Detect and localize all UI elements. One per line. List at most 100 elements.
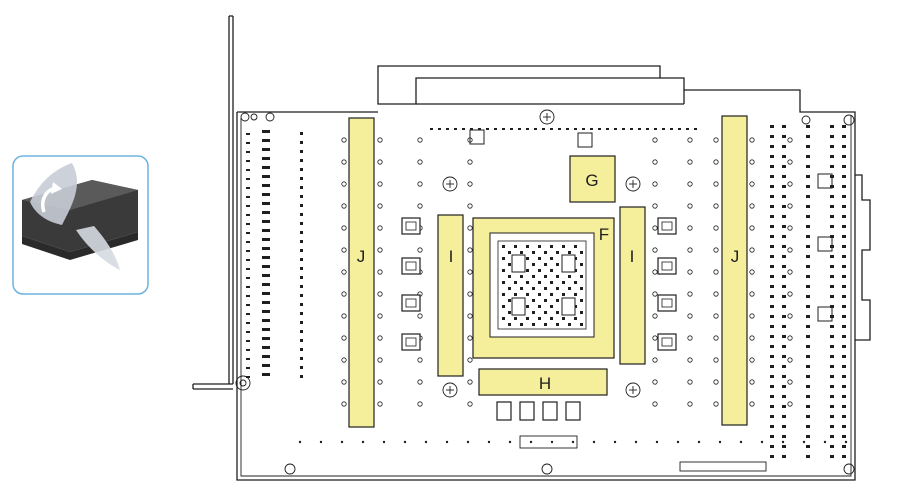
core-ball <box>532 263 535 266</box>
smd-part <box>842 455 846 458</box>
smd-part <box>770 185 774 188</box>
smd-part <box>806 125 810 128</box>
smd-part <box>300 141 303 144</box>
core-ball <box>538 281 541 284</box>
via-dot <box>341 247 347 253</box>
smd-part <box>246 304 250 306</box>
via-dot <box>377 379 383 385</box>
via-dot <box>377 181 383 187</box>
smd-part <box>446 128 449 130</box>
smd-part <box>770 435 774 438</box>
via-dot <box>377 269 383 275</box>
smd-part <box>574 128 577 130</box>
smd-part <box>770 305 774 308</box>
core-ball <box>514 293 517 296</box>
smd-part <box>842 195 846 198</box>
via-dot <box>341 203 347 209</box>
core-ball <box>544 299 547 302</box>
via-dot <box>377 291 383 297</box>
smd-part <box>806 375 810 378</box>
core-ball <box>520 275 523 278</box>
smd-part <box>806 135 810 138</box>
core-ball <box>502 257 505 260</box>
smd-part <box>782 145 786 148</box>
smd-part <box>246 340 250 342</box>
via-dot <box>713 379 719 385</box>
smd-part <box>842 135 846 138</box>
core-ball <box>520 287 523 290</box>
inductor <box>401 257 421 275</box>
core-capacitor <box>511 254 526 273</box>
core-ball <box>544 323 547 326</box>
via-dot <box>713 159 719 165</box>
core-ball <box>532 299 535 302</box>
via-dot <box>467 401 473 407</box>
via-dot <box>652 313 658 319</box>
smd-part <box>782 155 786 158</box>
via-dot <box>687 357 693 363</box>
smd-part <box>842 205 846 208</box>
smd-part <box>782 255 786 258</box>
smd-part <box>598 128 601 130</box>
smd-part <box>782 445 786 448</box>
smd-part <box>842 295 846 298</box>
smd-part <box>830 135 834 138</box>
via-dot <box>713 137 719 143</box>
core-ball <box>526 305 529 308</box>
via-dot <box>787 357 793 363</box>
smd-part <box>510 128 513 130</box>
smd-part <box>646 128 649 130</box>
smd-part <box>770 165 774 168</box>
smd-part <box>246 358 250 360</box>
smd-part <box>806 305 810 308</box>
smd-part <box>782 425 786 428</box>
smd-part <box>262 310 270 313</box>
mounting-holes <box>235 109 855 475</box>
core-ball <box>532 275 535 278</box>
core-ball <box>550 317 553 320</box>
smd-part <box>806 215 810 218</box>
smd-part <box>782 415 786 418</box>
smd-part <box>300 330 303 333</box>
via-dot <box>787 137 793 143</box>
via-dot <box>749 137 755 143</box>
via-dot <box>341 335 347 341</box>
via-dot <box>687 225 693 231</box>
via-dot <box>340 440 344 444</box>
inductor <box>565 401 581 421</box>
core-ball <box>556 299 559 302</box>
smd-part <box>534 128 537 130</box>
smd-part <box>300 276 303 279</box>
smd-part <box>842 225 846 228</box>
pad-J-left <box>348 117 375 428</box>
smd-part <box>770 395 774 398</box>
via-dot <box>652 203 658 209</box>
smd-part <box>246 196 250 198</box>
peel-thermal-pad-icon <box>12 155 149 295</box>
inductor-core <box>405 298 417 308</box>
via-dot <box>424 440 428 444</box>
smd-part <box>770 145 774 148</box>
core-ball <box>508 275 511 278</box>
via-dot <box>341 181 347 187</box>
smd-part <box>806 335 810 338</box>
smd-part <box>782 325 786 328</box>
via-dot <box>467 291 473 297</box>
smd-part <box>830 365 834 368</box>
smd-part <box>246 178 250 180</box>
smd-part <box>262 184 270 187</box>
via-dot <box>787 401 793 407</box>
via-dot <box>713 225 719 231</box>
inductor <box>657 294 677 312</box>
smd-part <box>262 238 270 241</box>
smd-part <box>782 375 786 378</box>
smd-part <box>806 325 810 328</box>
smd-part <box>806 165 810 168</box>
smd-part <box>842 445 846 448</box>
via-dot <box>713 401 719 407</box>
smd-part <box>770 255 774 258</box>
inductor <box>401 217 421 235</box>
via-dot <box>655 440 659 444</box>
via-dot <box>802 440 806 444</box>
via-dot <box>341 401 347 407</box>
